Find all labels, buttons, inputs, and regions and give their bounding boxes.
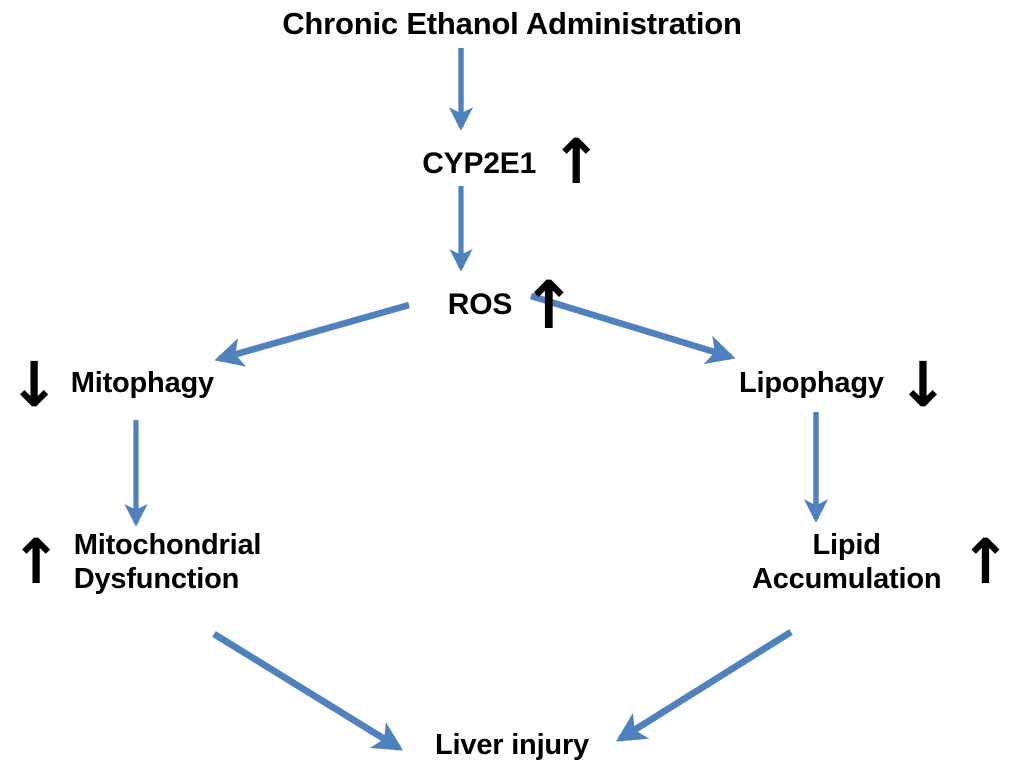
node-cyp2e1: CYP2E1 ↑ [0, 125, 1024, 198]
node-label-line2: Accumulation [752, 563, 942, 596]
up-arrow-icon: ↑ [521, 267, 577, 344]
down-arrow-icon: ↓ [896, 348, 949, 421]
node-label: Lipophagy [739, 366, 884, 399]
edge-lipidacc-to-liver [615, 629, 793, 742]
node-liver-injury: Liver injury [0, 728, 1024, 762]
node-label: Liver injury [435, 729, 589, 761]
node-label: ROS [447, 288, 513, 322]
node-ros: ROS ↑ [0, 267, 1024, 344]
node-lipophagy: Lipophagy ↓ [739, 348, 949, 421]
node-label-line1: Mitochondrial [73, 529, 262, 561]
up-arrow-icon: ↑ [10, 525, 62, 599]
down-arrow-icon: ↓ [8, 348, 60, 421]
node-label: Mitophagy [70, 366, 214, 399]
node-mitochondrial-dysfunction: ↑ Mitochondrial Dysfunction [10, 528, 261, 596]
node-label-line2: Dysfunction [73, 563, 240, 596]
node-label: Lipid Accumulation [752, 528, 942, 596]
node-label-line1: Lipid [812, 529, 881, 561]
node-mitophagy: ↓ Mitophagy [8, 348, 214, 421]
up-arrow-icon: ↑ [959, 525, 1012, 599]
node-chronic-ethanol-administration: Chronic Ethanol Administration [0, 6, 1024, 43]
node-lipid-accumulation: Lipid Accumulation ↑ [752, 528, 1011, 596]
node-label: CYP2E1 [422, 147, 537, 181]
node-label: Mitochondrial Dysfunction [74, 528, 262, 596]
node-label: Chronic Ethanol Administration [282, 6, 742, 41]
up-arrow-icon: ↑ [550, 125, 602, 198]
